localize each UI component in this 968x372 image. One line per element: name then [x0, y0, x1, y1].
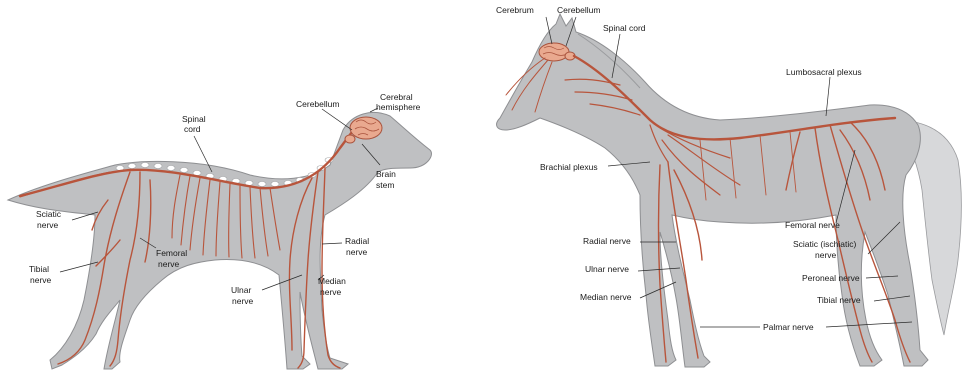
label-palmar-nerve: Palmar nerve — [763, 322, 814, 332]
label-horse-median-nerve: Median nerve — [580, 292, 632, 302]
label-femoral-nerve-2: nerve — [158, 259, 180, 269]
label-lumbosacral-plexus: Lumbosacral plexus — [786, 67, 862, 77]
label-sciatic-nerve: Sciatic — [36, 209, 62, 219]
label-median-nerve-2: nerve — [320, 287, 342, 297]
label-brain-stem: Brain — [376, 169, 396, 179]
label-tibial-nerve-2: nerve — [30, 275, 52, 285]
label-radial-nerve-2: nerve — [346, 247, 368, 257]
label-brain-stem-2: stem — [376, 180, 394, 190]
label-peroneal-nerve: Peroneal nerve — [802, 273, 860, 283]
label-ulnar-nerve-2: nerve — [232, 296, 254, 306]
label-cerebrum: Cerebrum — [496, 5, 534, 15]
dog-figure: Cerebral hemisphere Cerebellum Spinal co… — [8, 92, 431, 369]
label-spinal-cord: Spinal — [182, 114, 206, 124]
label-horse-radial-nerve: Radial nerve — [583, 236, 631, 246]
horse-body — [497, 14, 928, 367]
label-spinal-cord-2: cord — [184, 124, 201, 134]
label-horse-ulnar-nerve: Ulnar nerve — [585, 264, 629, 274]
label-sciatic-nerve-2: nerve — [37, 220, 59, 230]
label-horse-tibial-nerve: Tibial nerve — [817, 295, 861, 305]
label-horse-sciatic-nerve-2: nerve — [815, 250, 837, 260]
label-horse-sciatic-nerve: Sciatic (ischiatic) — [793, 239, 856, 249]
label-cerebellum: Cerebellum — [296, 99, 339, 109]
label-horse-femoral-nerve: Femoral nerve — [785, 220, 840, 230]
label-radial-nerve: Radial — [345, 236, 369, 246]
horse-figure: Cerebrum Cerebellum Spinal cord Lumbosac… — [496, 5, 961, 367]
label-brachial-plexus: Brachial plexus — [540, 162, 598, 172]
label-tibial-nerve: Tibial — [29, 264, 49, 274]
label-horse-cerebellum: Cerebellum — [557, 5, 600, 15]
label-ulnar-nerve: Ulnar — [231, 285, 251, 295]
label-median-nerve: Median — [318, 276, 346, 286]
label-cerebral-hemisphere: Cerebral — [380, 92, 413, 102]
label-horse-spinal-cord: Spinal cord — [603, 23, 646, 33]
label-femoral-nerve: Femoral — [156, 248, 187, 258]
label-cerebral-hemisphere-2: hemisphere — [376, 102, 421, 112]
